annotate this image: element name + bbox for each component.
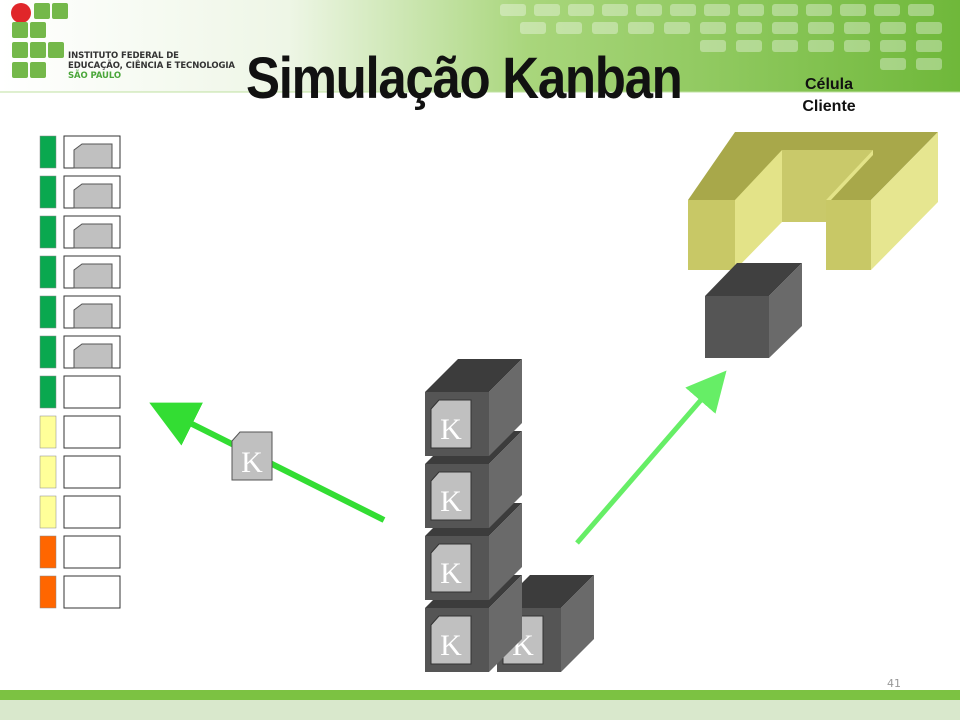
slot-color-marker bbox=[39, 255, 57, 289]
institution-logo bbox=[11, 3, 68, 78]
board-slot[interactable] bbox=[39, 175, 121, 209]
box-kanban-card bbox=[430, 615, 472, 665]
board-slot[interactable] bbox=[39, 455, 121, 489]
board-slot[interactable] bbox=[39, 495, 121, 529]
board-slot[interactable] bbox=[39, 375, 121, 409]
board-slot[interactable] bbox=[39, 575, 121, 609]
slot-frame bbox=[63, 455, 121, 489]
box-kanban-letter: K bbox=[440, 413, 462, 446]
box-kanban-letter: K bbox=[440, 557, 462, 590]
box-kanban-card bbox=[430, 543, 472, 593]
board-slot[interactable] bbox=[39, 415, 121, 449]
slot-color-marker bbox=[39, 415, 57, 449]
page-title: Simulação Kanban bbox=[246, 46, 683, 111]
institution-name-line2: EDUCAÇÃO, CIÊNCIA E TECNOLOGIA bbox=[68, 61, 235, 71]
board-slot[interactable] bbox=[39, 535, 121, 569]
slot-frame bbox=[63, 415, 121, 449]
slot-kanban-card bbox=[73, 183, 113, 209]
slot-kanban-card bbox=[73, 223, 113, 249]
slot-frame bbox=[63, 575, 121, 609]
delivered-box bbox=[705, 263, 802, 358]
slot-kanban-card bbox=[73, 143, 113, 169]
slot-frame bbox=[63, 535, 121, 569]
slot-color-marker bbox=[39, 215, 57, 249]
customer-cell bbox=[688, 132, 938, 270]
customer-cell-label-line2: Cliente bbox=[802, 98, 856, 115]
slot-kanban-card bbox=[73, 343, 113, 369]
institution-name-line3: SÃO PAULO bbox=[68, 71, 121, 81]
slot-frame bbox=[63, 375, 121, 409]
slot-kanban-card bbox=[73, 303, 113, 329]
slot-color-marker bbox=[39, 495, 57, 529]
box-kanban-letter: K bbox=[440, 629, 462, 662]
board-slot[interactable] bbox=[39, 295, 121, 329]
slot-color-marker bbox=[39, 575, 57, 609]
slot-color-marker bbox=[39, 535, 57, 569]
slot-color-marker bbox=[39, 295, 57, 329]
slot-color-marker bbox=[39, 175, 57, 209]
customer-cell-label: Célula Cliente bbox=[774, 74, 884, 118]
box-kanban-letter: K bbox=[440, 485, 462, 518]
board-slot[interactable] bbox=[39, 215, 121, 249]
kanban-board bbox=[39, 135, 121, 609]
slot-color-marker bbox=[39, 335, 57, 369]
footer-bar bbox=[0, 690, 960, 720]
box-kanban-card bbox=[430, 471, 472, 521]
slot-color-marker bbox=[39, 375, 57, 409]
card-letter: K bbox=[241, 446, 263, 479]
page-number: 41 bbox=[887, 677, 901, 690]
kanban-box: K bbox=[425, 359, 522, 456]
box-kanban-card bbox=[430, 399, 472, 449]
board-slot[interactable] bbox=[39, 335, 121, 369]
delivery-arrow bbox=[575, 370, 727, 545]
board-slot[interactable] bbox=[39, 255, 121, 289]
customer-cell-label-line1: Célula bbox=[804, 76, 853, 93]
slot-color-marker bbox=[39, 455, 57, 489]
institution-name-line1: INSTITUTO FEDERAL DE bbox=[68, 51, 179, 61]
slot-frame bbox=[63, 495, 121, 529]
institution-name: INSTITUTO FEDERAL DE EDUCAÇÃO, CIÊNCIA E… bbox=[68, 51, 235, 81]
moving-kanban-card[interactable]: K bbox=[231, 431, 273, 481]
board-slot[interactable] bbox=[39, 135, 121, 169]
slot-color-marker bbox=[39, 135, 57, 169]
slot-kanban-card bbox=[73, 263, 113, 289]
header-band bbox=[0, 0, 960, 93]
